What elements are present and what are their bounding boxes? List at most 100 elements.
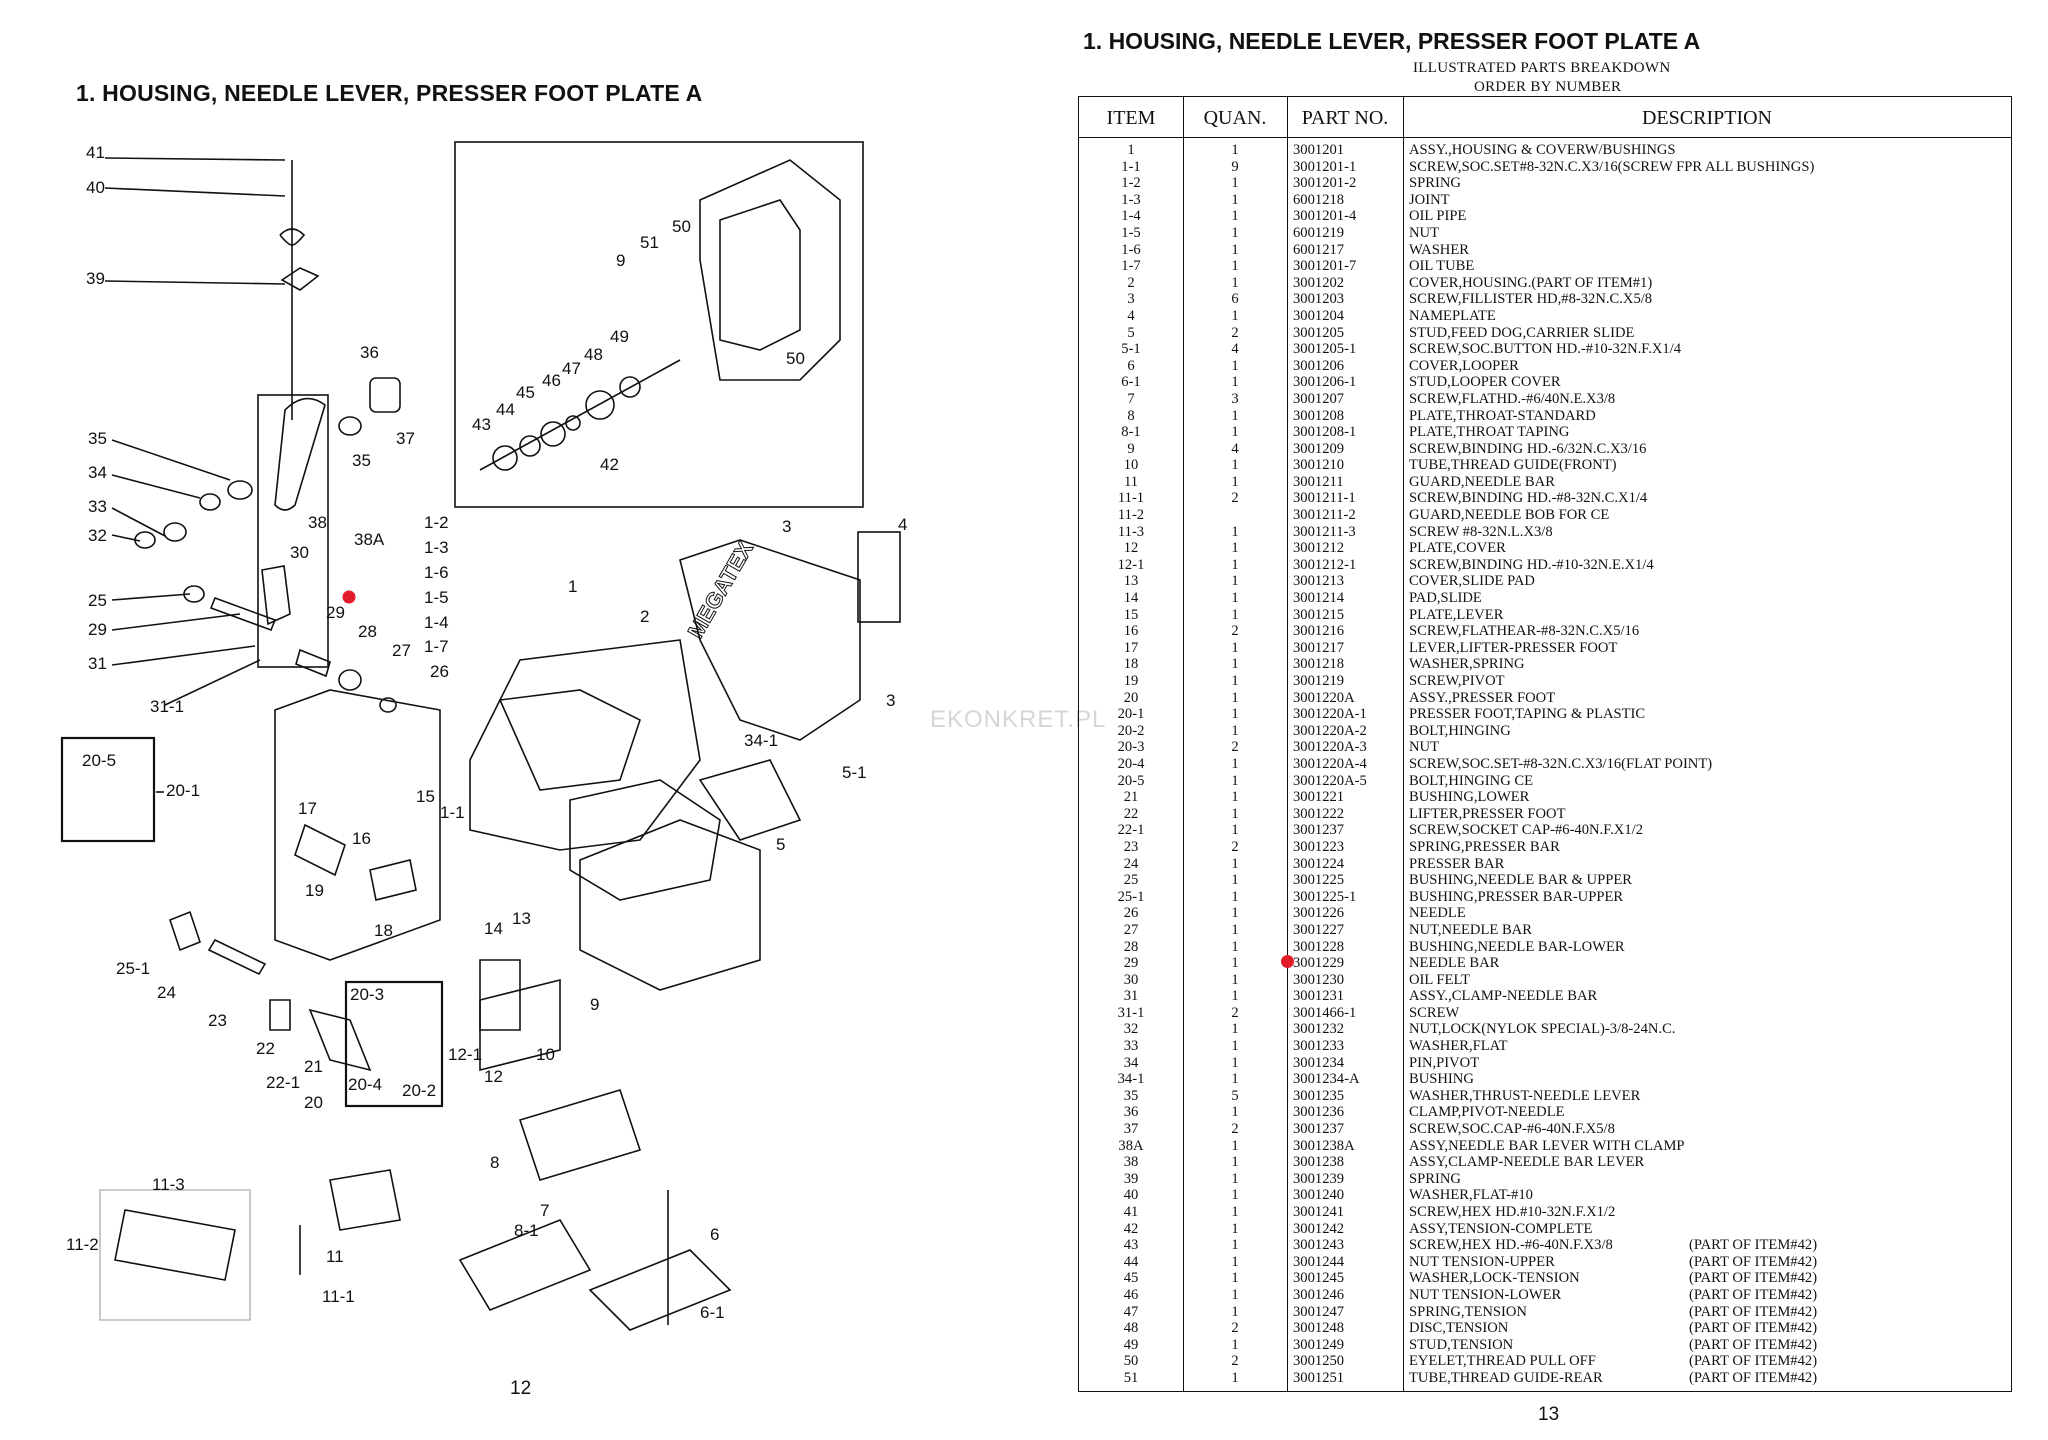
cell-part-no: 3001237 xyxy=(1293,822,1345,839)
cell-description: ASSY.,PRESSER FOOT xyxy=(1409,689,1556,706)
cell-part-no: 3001211-1 xyxy=(1293,490,1356,507)
cell-quan: 4 xyxy=(1231,440,1239,457)
cell-quan: 5 xyxy=(1231,1087,1239,1104)
cell-part-no: 3001249 xyxy=(1293,1336,1345,1353)
cell-quan: 4 xyxy=(1231,341,1239,358)
cell-part-no: 3001201-1 xyxy=(1293,158,1357,175)
cell-part-no: 3001214 xyxy=(1293,590,1345,607)
cell-description: NUT,NEEDLE BAR xyxy=(1409,921,1532,938)
cell-quan: 1 xyxy=(1231,1104,1239,1121)
callout-17: 17 xyxy=(298,799,317,818)
cell-description: SCREW,BINDING HD.-#10-32N.E.X1/4 xyxy=(1409,556,1654,573)
cell-quan: 1 xyxy=(1231,142,1239,158)
cell-item: 35 xyxy=(1123,1087,1139,1104)
cell-part-no: 3001233 xyxy=(1293,1038,1345,1055)
cell-quan: 1 xyxy=(1231,590,1239,607)
callout-11: 11 xyxy=(326,1247,344,1266)
cell-part-no: 3001237 xyxy=(1293,1121,1345,1138)
cell-item: 5-1 xyxy=(1121,341,1141,358)
cell-quan: 1 xyxy=(1231,175,1239,192)
cell-description: SCREW,SOC.CAP-#6-40N.F.X5/8 xyxy=(1409,1121,1615,1138)
cell-description: ASSY.,CLAMP-NEEDLE BAR xyxy=(1409,988,1598,1005)
cell-item: 38A xyxy=(1118,1137,1144,1154)
watermark: EKONKRET.PL xyxy=(930,706,1107,733)
cell-quan: 1 xyxy=(1231,789,1239,806)
cell-part-no: 3001228 xyxy=(1293,938,1345,955)
cell-quan: 1 xyxy=(1231,673,1239,689)
callout-6: 6 xyxy=(710,1225,719,1244)
cell-description: OIL TUBE xyxy=(1409,258,1475,275)
cell-item: 46 xyxy=(1123,1286,1139,1303)
cell-item: 48 xyxy=(1123,1320,1139,1337)
cell-quan: 1 xyxy=(1231,357,1239,374)
cell-part-no: 3001226 xyxy=(1293,905,1345,922)
cell-quan: 1 xyxy=(1231,606,1239,623)
cell-description: WASHER,FLAT xyxy=(1409,1038,1508,1055)
callout-1-3: 1-3 xyxy=(424,538,449,557)
callout-38a: 38A xyxy=(354,530,385,549)
cell-quan: 1 xyxy=(1231,1054,1239,1071)
callout-43: 43 xyxy=(472,415,491,434)
cell-item: 11-2 xyxy=(1117,507,1145,524)
cell-description: PLATE,THROAT TAPING xyxy=(1409,424,1570,441)
cell-description: PRESSER BAR xyxy=(1409,855,1505,872)
cell-quan: 3 xyxy=(1231,390,1239,407)
cell-item: 1-2 xyxy=(1121,175,1141,192)
cell-quan: 1 xyxy=(1231,1253,1239,1270)
cell-note: (PART OF ITEM#42) xyxy=(1689,1237,1818,1254)
cell-description: SCREW,SOC.SET#8-32N.C.X3/16(SCREW FPR AL… xyxy=(1409,158,1815,175)
cell-quan: 1 xyxy=(1231,241,1239,258)
cell-description: OIL FELT xyxy=(1409,971,1470,988)
cell-item: 19 xyxy=(1123,673,1139,689)
callout-4: 4 xyxy=(898,515,907,534)
cell-part-no: 3001223 xyxy=(1293,838,1345,855)
callout-3b: 3 xyxy=(886,691,895,710)
cell-description: SCREW,BINDING HD.-#8-32N.C.X1/4 xyxy=(1409,490,1648,507)
callout-5: 5 xyxy=(776,835,785,854)
callout-9b: 9 xyxy=(616,251,625,270)
callout-46: 46 xyxy=(542,371,561,390)
callout-1-7: 1-7 xyxy=(424,637,449,656)
cell-item: 3 xyxy=(1127,291,1135,308)
cell-part-no: 3001202 xyxy=(1293,274,1345,291)
callout-44: 44 xyxy=(496,400,515,419)
cell-part-no: 3001232 xyxy=(1293,1021,1345,1038)
cell-description: SCREW #8-32N.L.X3/8 xyxy=(1409,523,1553,540)
cell-description: NUT,LOCK(NYLOK SPECIAL)-3/8-24N.C. xyxy=(1409,1021,1676,1038)
cell-quan: 1 xyxy=(1231,540,1239,557)
cell-part-no: 3001241 xyxy=(1293,1204,1345,1220)
cell-description: DISC,TENSION xyxy=(1409,1320,1509,1337)
cell-quan: 1 xyxy=(1231,1237,1239,1254)
callout-40: 40 xyxy=(86,178,105,197)
cell-note: (PART OF ITEM#42) xyxy=(1689,1303,1818,1320)
cell-quan: 9 xyxy=(1231,158,1239,175)
cell-part-no: 3001246 xyxy=(1293,1286,1345,1303)
callout-14: 14 xyxy=(484,919,503,938)
callout-48: 48 xyxy=(584,345,603,364)
cell-part-no: 3001207 xyxy=(1293,390,1345,407)
cell-item: 34 xyxy=(1123,1054,1139,1071)
callout-35b: 35 xyxy=(352,451,371,470)
